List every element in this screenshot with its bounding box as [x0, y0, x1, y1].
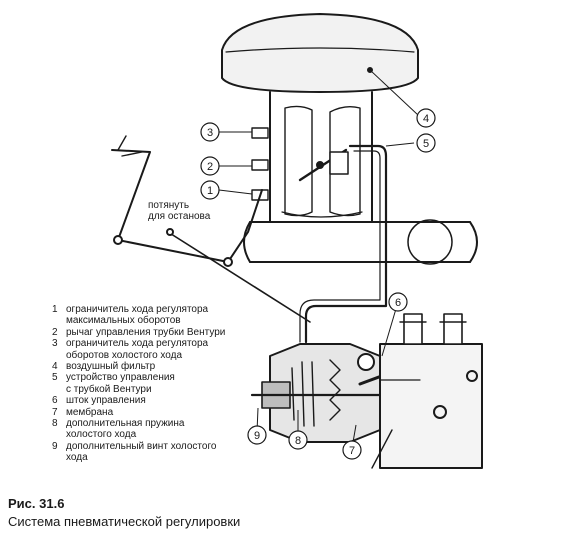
venturi-throat-body [251, 91, 373, 223]
legend-item: 2 рычаг управления трубки Вентури [52, 327, 284, 338]
accelerator-linkage [111, 135, 311, 323]
legend-text: устройство управления с трубкой Вентури [66, 372, 175, 395]
legend-item: 5 устройство управления с трубкой Вентур… [52, 372, 284, 395]
air-filter-housing [221, 13, 419, 93]
legend-text: ограничитель хода регулятора максимальны… [66, 304, 209, 327]
svg-text:1: 1 [207, 185, 213, 197]
callout-9: 9 [247, 425, 267, 445]
pull-to-stop-note: потянуть для останова [148, 200, 211, 222]
venturi-pipe [299, 144, 388, 344]
callout-3: 3 [200, 122, 220, 142]
svg-text:3: 3 [207, 127, 213, 139]
figure-number: Рис. 31.6 [8, 496, 65, 511]
legend-item: 4 воздушный фильтр [52, 361, 284, 372]
legend-item: 6 шток управления [52, 395, 284, 406]
legend-item: 7 мембрана [52, 407, 284, 418]
callout-8: 8 [288, 430, 308, 450]
legend-number: 2 [52, 326, 58, 338]
callout-5: 5 [416, 133, 436, 153]
injection-pump [371, 313, 483, 469]
legend-text: мембрана [66, 406, 114, 418]
legend-number: 3 [52, 338, 58, 350]
legend-item: 9 дополнительный винт холостого хода [52, 441, 284, 464]
callout-7: 7 [342, 440, 362, 460]
svg-text:2: 2 [207, 161, 213, 173]
legend-text: воздушный фильтр [66, 361, 156, 373]
svg-text:9: 9 [254, 430, 260, 442]
svg-text:7: 7 [349, 445, 355, 457]
legend-number: 7 [52, 406, 58, 418]
legend-list: 1 ограничитель хода регулятора максималь… [52, 304, 284, 464]
legend-item: 8 дополнительная пружина холостого хода [52, 418, 284, 441]
legend-number: 8 [52, 418, 58, 430]
callout-4: 4 [416, 108, 436, 128]
legend-item: 1 ограничитель хода регулятора максималь… [52, 304, 284, 327]
figure-caption: Система пневматической регулировки [8, 514, 241, 529]
svg-text:5: 5 [423, 138, 429, 150]
svg-text:6: 6 [395, 297, 401, 309]
legend-number: 1 [52, 304, 58, 315]
legend-number: 5 [52, 372, 58, 384]
legend-item: 3 ограничитель хода регулятора оборотов … [52, 338, 284, 361]
intake-manifold [243, 219, 478, 265]
svg-text:4: 4 [423, 113, 429, 125]
svg-text:8: 8 [295, 435, 301, 447]
legend-number: 6 [52, 395, 58, 407]
legend-text: ограничитель хода регулятора оборотов хо… [66, 338, 209, 361]
legend-text: шток управления [66, 395, 146, 407]
callout-6: 6 [388, 292, 408, 312]
legend-text: дополнительная пружина холостого хода [66, 418, 185, 441]
callout-2: 2 [200, 156, 220, 176]
legend-text: рычаг управления трубки Вентури [66, 326, 226, 338]
callout-1: 1 [200, 180, 220, 200]
legend-number: 9 [52, 440, 58, 452]
legend-text: дополнительный винт холостого хода [66, 440, 217, 464]
legend-number: 4 [52, 361, 58, 373]
